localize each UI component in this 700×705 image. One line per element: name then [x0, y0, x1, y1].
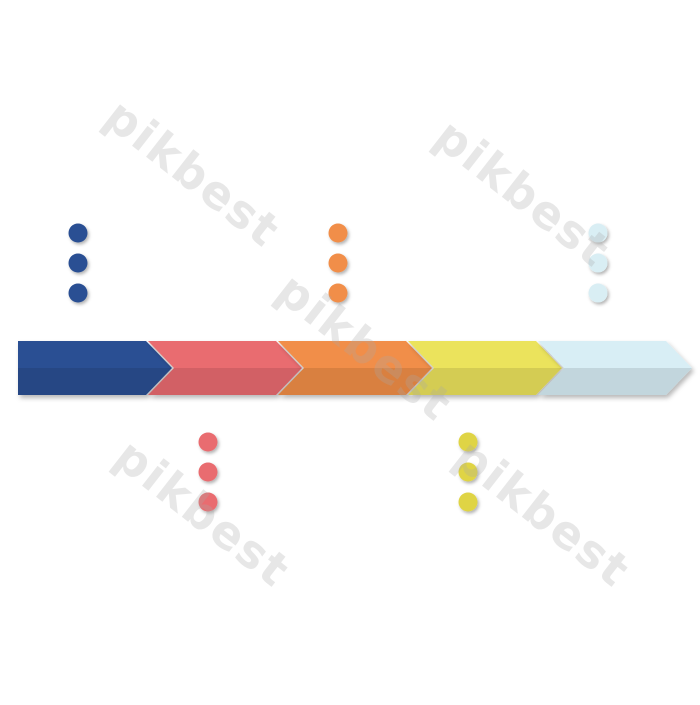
arrow-step-2: [148, 341, 302, 395]
dot-marker: [198, 462, 218, 482]
dot-marker: [198, 432, 218, 452]
dot-marker: [458, 492, 478, 512]
dot-group-5: [588, 223, 608, 303]
dot-group-2: [198, 432, 218, 512]
arrow-step-lower: [408, 368, 562, 395]
dot-marker: [588, 223, 608, 243]
dot-marker: [458, 462, 478, 482]
dot-marker: [328, 253, 348, 273]
arrow-step-upper: [538, 341, 692, 368]
arrow-step-upper: [278, 341, 432, 368]
dot-marker: [588, 283, 608, 303]
arrow-step-lower: [538, 368, 692, 395]
dot-marker: [68, 283, 88, 303]
arrow-step-upper: [148, 341, 302, 368]
arrow-step-lower: [148, 368, 302, 395]
dot-marker: [458, 432, 478, 452]
dot-group-1: [68, 223, 88, 303]
dot-marker: [198, 492, 218, 512]
arrow-step-5: [538, 341, 692, 395]
dot-marker: [328, 283, 348, 303]
arrow-step-lower: [18, 368, 172, 395]
arrow-step-lower: [278, 368, 432, 395]
dot-group-3: [328, 223, 348, 303]
arrow-step-3: [278, 341, 432, 395]
dot-marker: [68, 223, 88, 243]
arrow-step-4: [408, 341, 562, 395]
arrow-step-1: [18, 341, 172, 395]
arrow-step-upper: [408, 341, 562, 368]
dot-marker: [588, 253, 608, 273]
dot-marker: [68, 253, 88, 273]
dot-group-4: [458, 432, 478, 512]
arrow-step-upper: [18, 341, 172, 368]
dot-marker: [328, 223, 348, 243]
